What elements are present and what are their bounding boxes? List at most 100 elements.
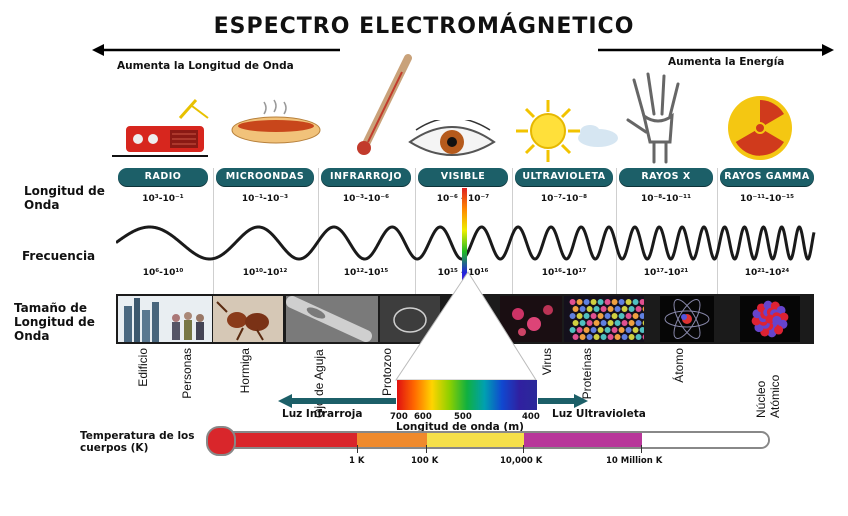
temperature-tick: 10 Million K: [606, 456, 663, 466]
protein-atom-dot: [593, 320, 600, 326]
protein-atom-dot: [639, 313, 646, 319]
protein-atom-dot: [604, 299, 611, 305]
protein-atom-dot: [576, 313, 583, 319]
band-divider: [213, 168, 214, 296]
size-label: Núcleo Atómico: [754, 374, 782, 418]
band-infrarrojo: INFRARROJO: [321, 168, 411, 186]
protein-atom-dot: [604, 327, 611, 333]
protein-atom-dot: [618, 299, 625, 305]
protein-atom-dot: [607, 306, 614, 312]
protein-atom-dot: [621, 306, 628, 312]
protein-atom-dot: [618, 313, 625, 319]
protein-atom-dot: [590, 313, 597, 319]
band-rayos-gamma: RAYOS GAMMA: [720, 168, 814, 186]
band-rayos-x: RAYOS X: [619, 168, 713, 186]
virus-image: [500, 296, 562, 342]
temperature-label: Temperatura de los cuerpos (K): [80, 430, 195, 454]
row-label-frequency: Frecuencia: [22, 249, 96, 263]
temperature-segment-orange: [357, 433, 427, 447]
protein-atom-dot: [614, 320, 621, 326]
wavelength-value: 10⁻³-10⁻⁶: [342, 194, 390, 204]
size-label: Átomo: [672, 348, 686, 383]
protein-atom-dot: [625, 327, 632, 333]
protein-atom-dot: [625, 299, 632, 305]
protein-atom-dot: [586, 306, 593, 312]
spectrum-tick: 600: [414, 412, 432, 422]
protein-atom-dot: [635, 320, 642, 326]
protein-atom-dot: [597, 313, 604, 319]
protein-atom-dot: [569, 313, 576, 319]
radiation-icon: [728, 96, 792, 160]
protein-atom-dot: [628, 320, 635, 326]
wavelength-value: 10⁻⁷-10⁻⁸: [540, 194, 588, 204]
row-label-wavelength: Longitud de Onda: [24, 184, 105, 212]
wavelength-value: 10⁻⁸-10⁻¹¹: [640, 194, 692, 204]
temperature-tick: 10,000 K: [500, 456, 543, 466]
ultraviolet-label: Luz Ultravioleta: [552, 408, 646, 420]
nucleus-image: [740, 296, 800, 342]
protein-atom-dot: [635, 334, 642, 340]
nucleon-dot: [772, 315, 782, 325]
protein-atom-dot: [569, 299, 576, 305]
protein-atom-dot: [639, 299, 646, 305]
nucleon-dot: [751, 316, 761, 326]
protein-atom-dot: [576, 299, 583, 305]
protein-atom-dot: [600, 306, 607, 312]
temperature-segment-yellow: [427, 433, 524, 447]
protein-atom-dot: [642, 320, 649, 326]
frequency-value: 10¹⁶-10¹⁷: [541, 268, 587, 278]
size-label: Proteínas: [580, 348, 594, 400]
temperature-segment-white: [642, 433, 768, 447]
buildings-image: [118, 296, 212, 342]
right-arrow-icon: [598, 44, 834, 56]
needle-image: [286, 296, 378, 342]
wavelength-value: 10⁻¹¹-10⁻¹⁵: [739, 194, 795, 204]
band-ultravioleta: ULTRAVIOLETA: [515, 168, 613, 186]
protein-atom-dot: [604, 313, 611, 319]
protein-atom-dot: [572, 334, 579, 340]
prism-triangle: [395, 271, 537, 381]
protein-atom-dot: [632, 313, 639, 319]
temperature-bar: [210, 431, 770, 449]
protein-atom-dot: [593, 334, 600, 340]
protein-atom-dot: [576, 327, 583, 333]
band-microondas: MICROONDAS: [216, 168, 314, 186]
right-arrow-label: Aumenta la Energía: [668, 56, 785, 68]
nucleon-dot: [779, 312, 789, 322]
protein-atom-dot: [583, 327, 590, 333]
nucleon-dot: [765, 314, 775, 324]
protein-atom-dot: [632, 299, 639, 305]
protein-atom-dot: [642, 306, 649, 312]
eye-icon: [408, 120, 496, 156]
protein-atom-dot: [642, 334, 649, 340]
temperature-segment-red: [212, 433, 357, 447]
band-divider: [616, 168, 617, 296]
xray-hand-icon: [620, 70, 698, 164]
protein-atom-dot: [586, 320, 593, 326]
protein-atom-dot: [583, 299, 590, 305]
band-visible: VISIBLE: [418, 168, 508, 186]
protein-atom-dot: [569, 327, 576, 333]
frequency-value: 10¹⁷-10²¹: [643, 268, 689, 278]
protein-atom-dot: [579, 334, 586, 340]
protein-atom-dot: [614, 334, 621, 340]
spectrum-axis-label: Longitud de onda (m): [396, 421, 524, 433]
left-arrow-label: Aumenta la Longitud de Onda: [117, 60, 294, 72]
protein-atom-dot: [579, 320, 586, 326]
protein-atom-dot: [600, 334, 607, 340]
temperature-tick-mark: [426, 445, 427, 453]
atom-image: [660, 296, 714, 342]
spectrum-tick: 500: [454, 412, 472, 422]
protein-atom-dot: [593, 306, 600, 312]
protein-atom-dot: [611, 299, 618, 305]
protein-atom-dot: [572, 320, 579, 326]
protein-atom-dot: [600, 320, 607, 326]
thermometer-bulb-icon: [206, 426, 236, 456]
wavelength-value: 10⁻¹-10⁻³: [241, 194, 289, 204]
temperature-tick: 100 K: [411, 456, 439, 466]
infrared-arrow-icon: [278, 394, 396, 408]
hotdog-icon: [231, 99, 321, 144]
protein-atom-dot: [583, 313, 590, 319]
protein-atom-dot: [618, 327, 625, 333]
size-label: Edificio: [136, 348, 150, 387]
